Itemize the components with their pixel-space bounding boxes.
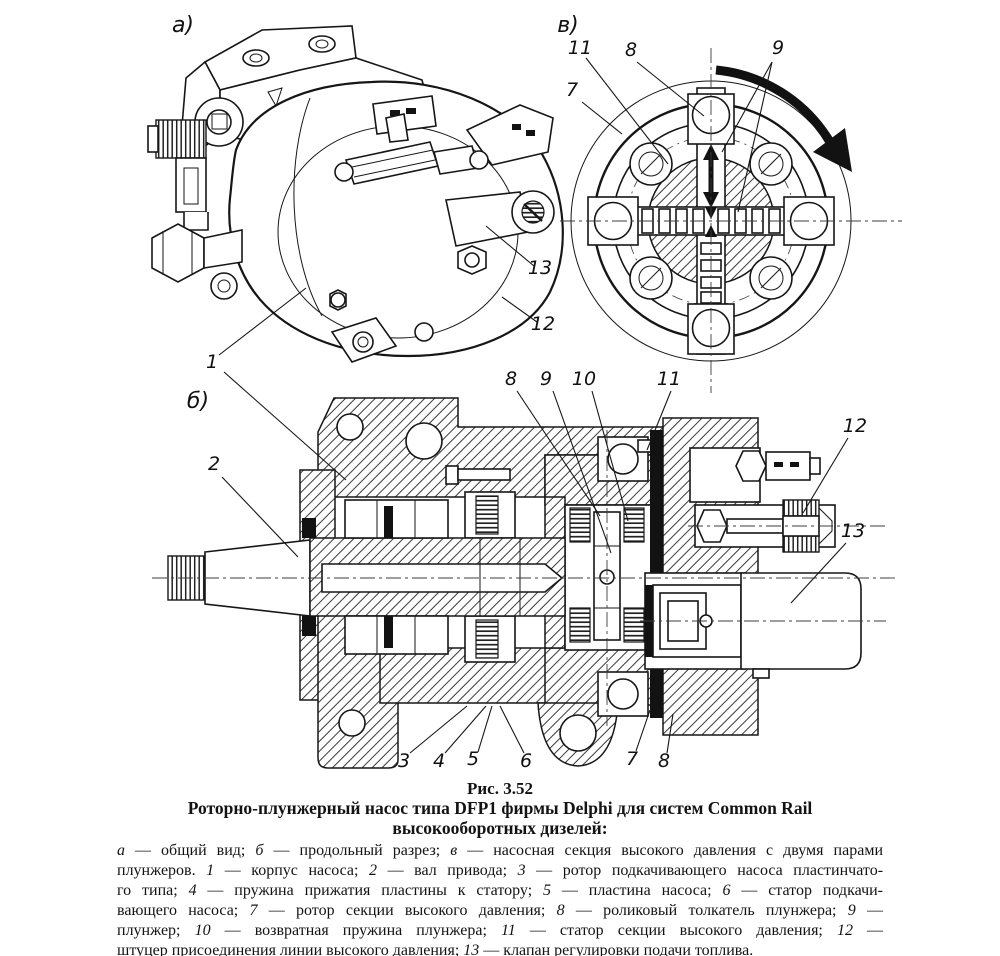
callout-12-view-b: 12 [843, 415, 867, 437]
callout-5: 5 [467, 748, 479, 770]
drive-shaft [167, 537, 566, 617]
callout-8-view-v: 8 [625, 39, 637, 61]
fuel-control-solenoid [445, 190, 555, 247]
metering-pipes [334, 113, 489, 185]
pressure-sensor-connector [735, 450, 821, 482]
callout-8-bottom: 8 [658, 750, 670, 772]
legend-line: штуцер присоединения линии высокого давл… [117, 942, 754, 956]
callout-3: 3 [398, 750, 410, 772]
legend-line: а — общий вид; б — продольный разрез; в … [117, 842, 884, 859]
leader-lines [218, 57, 849, 754]
callout-8-top: 8 [505, 368, 517, 390]
callout-13-view-a: 13 [528, 257, 552, 279]
callout-6: 6 [520, 750, 532, 772]
body-bolts [329, 245, 487, 363]
figure-caption: Рис. 3.52 Роторно-плунжерный насос типа … [0, 779, 1000, 956]
pump-general-view [147, 25, 564, 363]
figure-drawing: а) в) б) 1 13 12 11 8 9 7 2 8 9 10 11 12… [147, 13, 902, 772]
callout-9-view-v: 9 [772, 37, 784, 59]
callout-1: 1 [206, 351, 218, 373]
callout-7-view-v: 7 [566, 79, 578, 101]
callout-10-top: 10 [572, 368, 596, 390]
vane-pump-parts [384, 465, 511, 659]
rotation-arrow [715, 65, 852, 172]
figure-title-line2: высокооборотных дизелей: [392, 818, 608, 838]
callout-11-view-v: 11 [568, 37, 592, 59]
callout-12-view-a: 12 [531, 313, 555, 335]
figure-legend: а — общий вид; б — продольный разрез; в … [117, 841, 883, 956]
legend-line: плунжер; 10 — возвратная пружина плунжер… [117, 922, 884, 939]
callout-9-top: 9 [540, 368, 552, 390]
figure-number: Рис. 3.52 [467, 779, 533, 798]
legend-line: го типа; 4 — пружина прижатия пластины к… [117, 882, 883, 899]
callout-11-top: 11 [657, 368, 681, 390]
callout-numbers: 1 13 12 11 8 9 7 2 8 9 10 11 12 13 3 4 5… [206, 37, 867, 772]
stator-screws [629, 142, 793, 300]
callout-2: 2 [208, 453, 220, 475]
callout-4: 4 [433, 750, 445, 772]
view-v-label: в) [557, 13, 579, 38]
hp-section-diagram [560, 48, 902, 393]
inlet-fittings [147, 119, 243, 300]
legend-line: плунжеров. 1 — корпус насоса; 2 — вал пр… [117, 862, 884, 879]
view-b-label: б) [187, 389, 209, 414]
legend-line: вающего насоса; 7 — ротор секции высоког… [117, 902, 884, 919]
callout-13-view-b: 13 [841, 520, 865, 542]
shaft-bearings [302, 499, 449, 655]
pump-longitudinal-section [152, 397, 897, 769]
figure-title-line1: Роторно-плунжерный насос типа DFP1 фирмы… [187, 798, 813, 818]
callout-7-bottom: 7 [626, 748, 638, 770]
view-a-label: а) [172, 13, 194, 38]
